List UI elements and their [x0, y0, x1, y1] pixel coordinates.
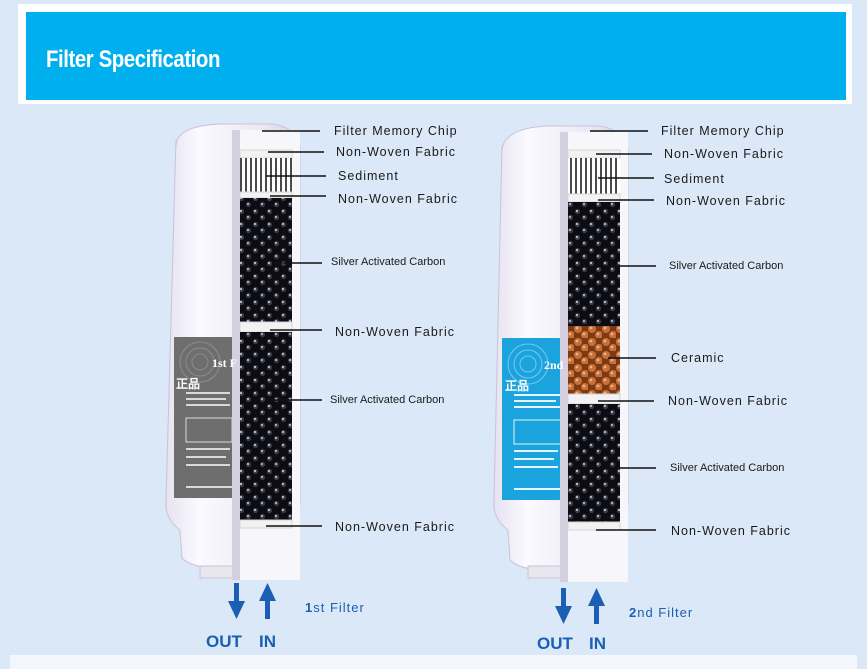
- filter-2-tag-brand: 正品: [505, 379, 530, 393]
- page-title: Filter Specification: [46, 46, 221, 73]
- filter-1-label-nonwoven-4: Non-Woven Fabric: [335, 520, 455, 534]
- filter-1-label-nonwoven-2: Non-Woven Fabric: [338, 192, 458, 206]
- bottom-strip: [10, 655, 857, 669]
- filter-1-tag-brand: 正品: [176, 377, 201, 391]
- filter-1-tag-text: 1st F: [212, 356, 237, 370]
- filter-1-carbon-lower: [240, 332, 292, 520]
- filter-1-out-label: OUT: [206, 632, 242, 651]
- filter-2-label-carbon-1: Silver Activated Carbon: [669, 260, 784, 272]
- filter-1-label-nonwoven-1: Non-Woven Fabric: [336, 145, 456, 159]
- filter-2-out-label: OUT: [537, 634, 573, 653]
- filter-2-label-tag: [502, 338, 566, 500]
- filter-2-label-sediment: Sediment: [664, 172, 725, 186]
- filter-2-label-nonwoven-1: Non-Woven Fabric: [664, 147, 784, 161]
- out-arrow-icon: [555, 606, 572, 624]
- filter-1-label-nonwoven-3: Non-Woven Fabric: [335, 325, 455, 339]
- filter-1-label-memory-chip: Filter Memory Chip: [334, 124, 458, 138]
- out-arrow-icon: [228, 601, 245, 619]
- filter-1-label-carbon-1: Silver Activated Carbon: [331, 256, 446, 268]
- filter-2-label-carbon-2: Silver Activated Carbon: [670, 462, 785, 474]
- filter-1-flow-arrows: [228, 583, 276, 619]
- filter-1-cartridge: [165, 123, 301, 580]
- filter-2-label-nonwoven-4: Non-Woven Fabric: [671, 524, 791, 538]
- in-arrow-icon: [588, 588, 605, 606]
- filter-2-ceramic: [568, 326, 620, 394]
- filter-2-label-memory-chip: Filter Memory Chip: [661, 124, 785, 138]
- filter-1-label-carbon-2: Silver Activated Carbon: [330, 394, 445, 406]
- filter-1-name: 1st Filter: [305, 600, 365, 615]
- filter-2-tag-text: 2nd: [544, 358, 564, 372]
- filter-2-sediment: [568, 158, 620, 194]
- filter-2-in-label: IN: [589, 634, 606, 653]
- filter-2-label-nonwoven-2: Non-Woven Fabric: [666, 194, 786, 208]
- filter-2-label-ceramic: Ceramic: [671, 351, 725, 365]
- filter-1-in-label: IN: [259, 632, 276, 651]
- filter-1-sediment: [240, 158, 292, 192]
- filter-2-cartridge: [493, 125, 629, 582]
- filter-1-leader-lines: [262, 130, 326, 527]
- filter-2-carbon-upper: [568, 202, 620, 326]
- in-arrow-icon: [259, 583, 276, 601]
- filter-1-label-sediment: Sediment: [338, 169, 399, 183]
- filter-2-flow-arrows: [555, 588, 605, 624]
- title-banner: Filter Specification: [26, 12, 846, 100]
- filter-2-label-nonwoven-3: Non-Woven Fabric: [668, 394, 788, 408]
- filter-2-name: 2nd Filter: [629, 605, 694, 620]
- filter-2-leader-lines: [590, 130, 656, 531]
- filter-2-carbon-lower: [568, 404, 620, 522]
- filter-1-carbon-upper: [240, 198, 292, 322]
